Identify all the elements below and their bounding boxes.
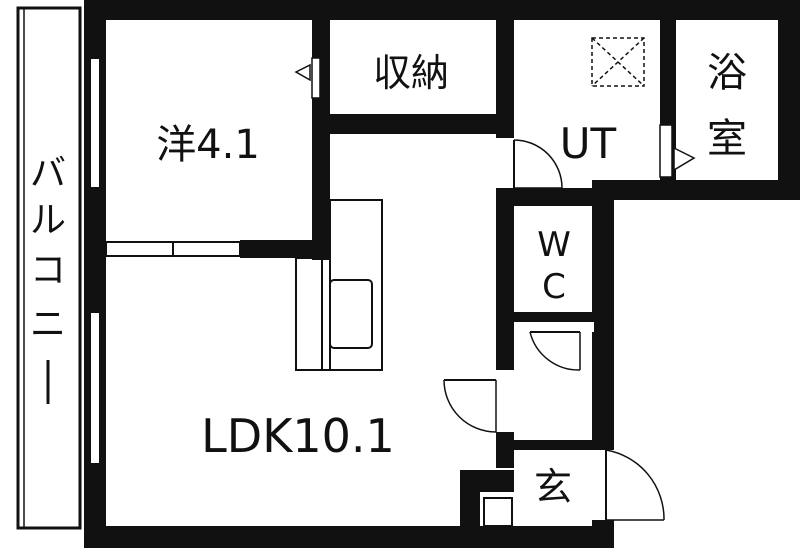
walls [84, 0, 800, 548]
ut-door-swing [513, 139, 563, 189]
balcony-area [16, 6, 82, 530]
balcony-label-3: コ [30, 250, 66, 291]
room-label-ldk: LDK10.1 [201, 409, 395, 463]
room-label-bath-2: 室 [707, 116, 747, 162]
room-label-toilet-w: W [537, 225, 571, 265]
window-bedroom [89, 57, 101, 189]
entrance-door-swing [605, 449, 665, 521]
room-label-toilet-c: C [542, 267, 566, 307]
balcony-label-4: ニ [30, 304, 66, 345]
storage-door-arrow [294, 63, 311, 82]
room-label-western: 洋4.1 [156, 122, 260, 168]
balcony-label-2: ル [30, 200, 66, 241]
ldk-door-swing [443, 379, 497, 433]
room-label-storage: 収納 [373, 51, 449, 95]
kitchen-counter [295, 199, 383, 371]
room-label-utility: UT [560, 119, 617, 168]
room-label-entrance: 玄 [534, 465, 572, 509]
window-ldk [89, 311, 101, 465]
balcony-label-1: バ [30, 153, 66, 194]
bath-door-arrow [673, 146, 696, 172]
toilet-door-swing [529, 331, 581, 371]
room-label-bath-1: 浴 [707, 50, 747, 96]
